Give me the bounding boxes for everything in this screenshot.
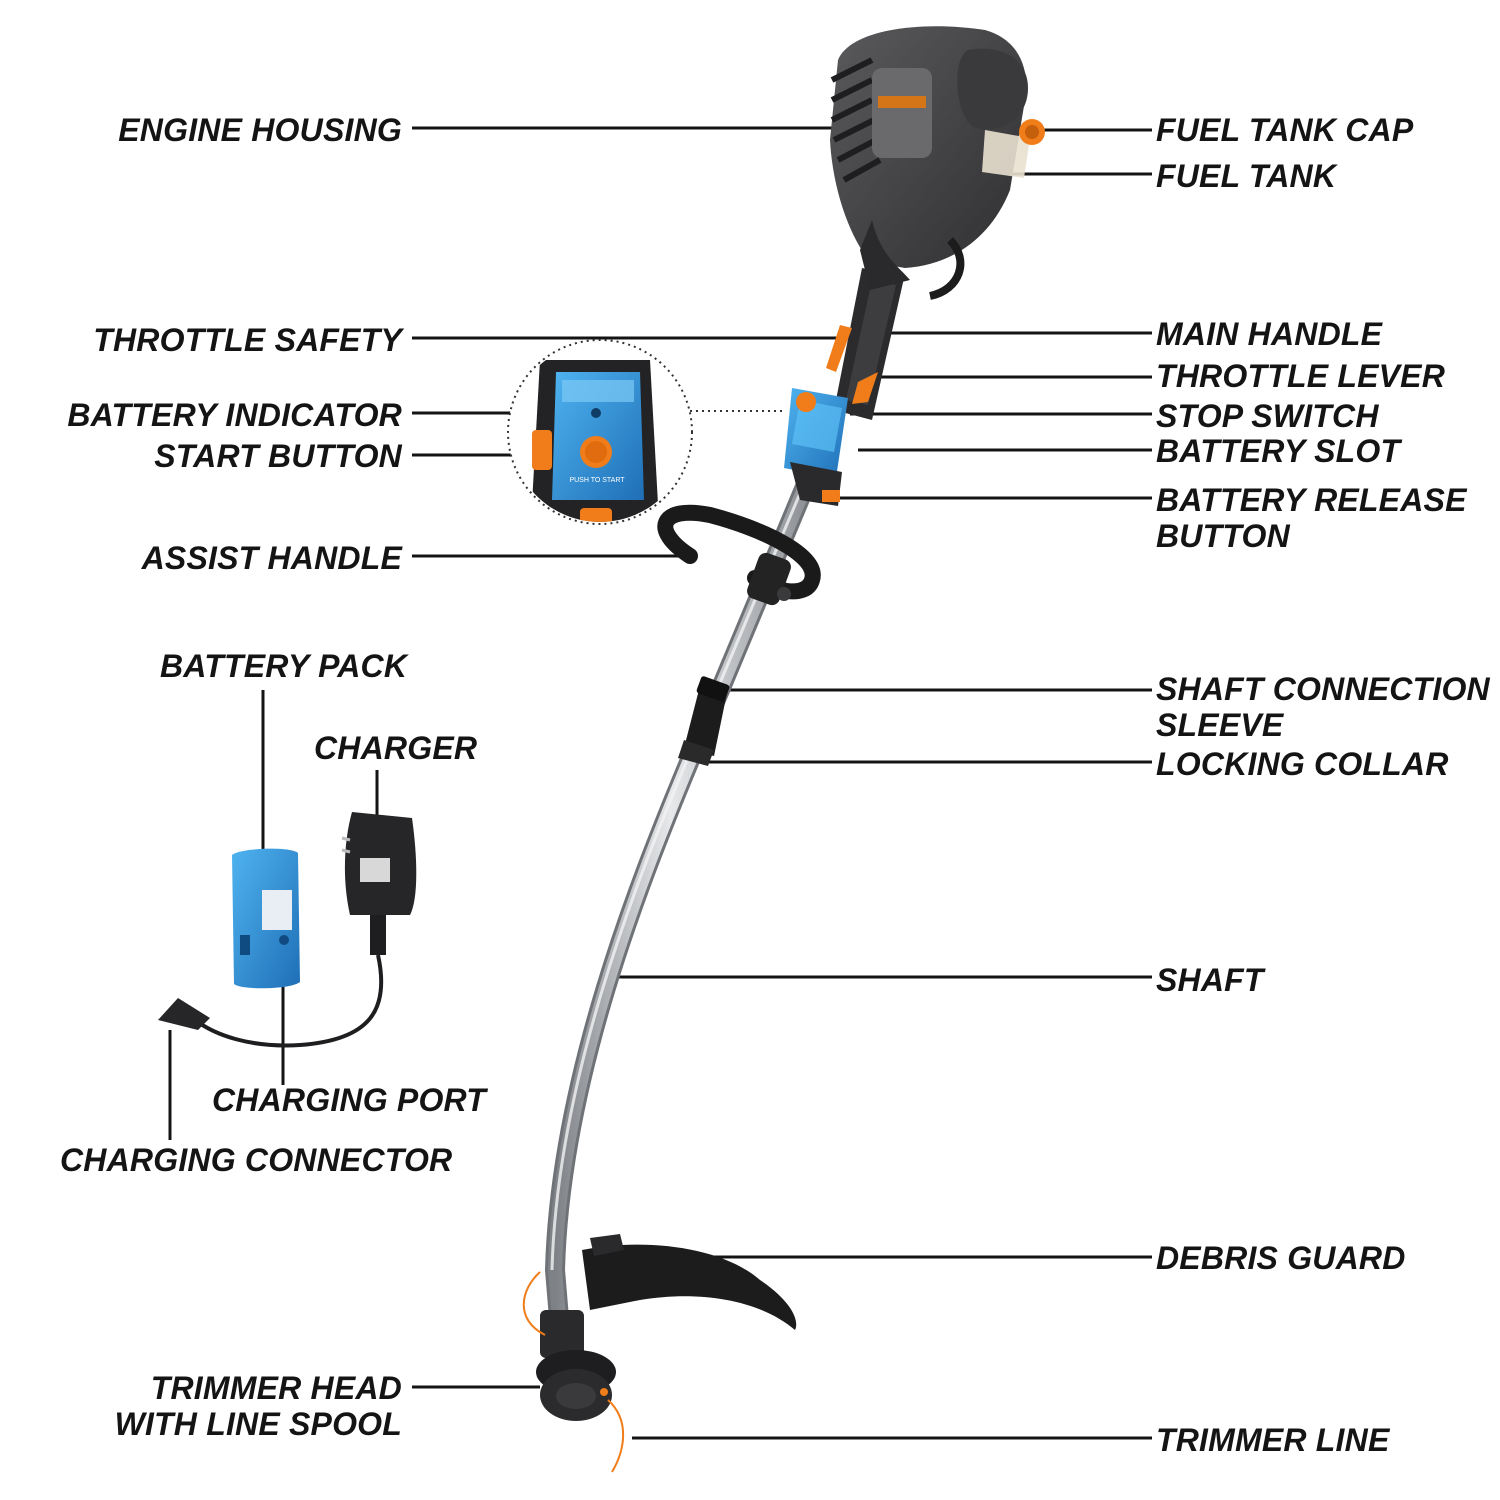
label-stop-switch: STOP SWITCH xyxy=(1156,398,1379,434)
charger-cable xyxy=(193,954,384,1048)
charging-connector xyxy=(158,998,210,1030)
label-charging-connector: CHARGING CONNECTOR xyxy=(60,1142,453,1178)
charging-port xyxy=(279,935,289,945)
stop-switch xyxy=(796,392,816,412)
label-trimmer-head-line2: WITH LINE SPOOL xyxy=(114,1406,402,1442)
brand-logo-plate xyxy=(878,96,926,108)
label-fuel-tank-cap: FUEL TANK CAP xyxy=(1156,112,1414,148)
charger xyxy=(341,812,417,955)
throttle-lever xyxy=(852,372,878,404)
label-fuel-tank: FUEL TANK xyxy=(1156,158,1337,194)
zoom-inset xyxy=(530,360,660,522)
label-battery-indicator: BATTERY INDICATOR xyxy=(67,397,402,433)
label-battery-release-button: BATTERY RELEASE BUTTON xyxy=(1156,482,1467,554)
label-debris-guard: DEBRIS GUARD xyxy=(1156,1240,1406,1276)
label-shaft-connection-line2: SLEEVE xyxy=(1156,707,1284,743)
label-start-button: START BUTTON xyxy=(154,438,402,474)
label-throttle-safety: THROTTLE SAFETY xyxy=(93,322,402,358)
label-engine-housing: ENGINE HOUSING xyxy=(118,112,402,148)
label-shaft-connection-sleeve: SHAFT CONNECTION SLEEVE xyxy=(1156,671,1490,743)
label-locking-collar: LOCKING COLLAR xyxy=(1156,746,1449,782)
shaft-connection-sleeve xyxy=(678,676,730,766)
battery-pack xyxy=(232,848,300,989)
trimmer-head xyxy=(536,1310,616,1421)
main-handle xyxy=(784,268,904,506)
label-battery-release-line2: BUTTON xyxy=(1156,518,1290,554)
leader-lines xyxy=(168,126,1152,1440)
throttle-safety xyxy=(826,325,852,372)
label-trimmer-line: TRIMMER LINE xyxy=(1156,1422,1390,1458)
label-assist-handle: ASSIST HANDLE xyxy=(141,540,402,576)
label-charger: CHARGER xyxy=(314,730,478,766)
label-main-handle: MAIN HANDLE xyxy=(1156,316,1383,352)
label-throttle-lever: THROTTLE LEVER xyxy=(1156,358,1446,394)
engine-housing xyxy=(830,26,1045,300)
label-battery-slot: BATTERY SLOT xyxy=(1156,433,1401,469)
assist-handle xyxy=(657,504,821,606)
label-battery-pack: BATTERY PACK xyxy=(160,648,408,684)
fuel-tank xyxy=(982,130,1030,178)
debris-guard xyxy=(582,1234,797,1330)
label-charging-port: CHARGING PORT xyxy=(212,1082,487,1118)
push-to-start-text: PUSH TO START xyxy=(569,477,625,484)
label-trimmer-head: TRIMMER HEAD WITH LINE SPOOL xyxy=(115,1370,402,1442)
battery-release-button xyxy=(822,490,840,502)
locking-collar xyxy=(678,740,714,766)
label-shaft: SHAFT xyxy=(1156,962,1264,998)
battery-indicator-light xyxy=(591,408,601,418)
trimmer-line xyxy=(522,1271,625,1473)
label-battery-release-line1: BATTERY RELEASE xyxy=(1156,482,1467,518)
label-trimmer-head-line1: TRIMMER HEAD xyxy=(150,1370,402,1406)
label-shaft-connection-line1: SHAFT CONNECTION xyxy=(1156,671,1490,707)
